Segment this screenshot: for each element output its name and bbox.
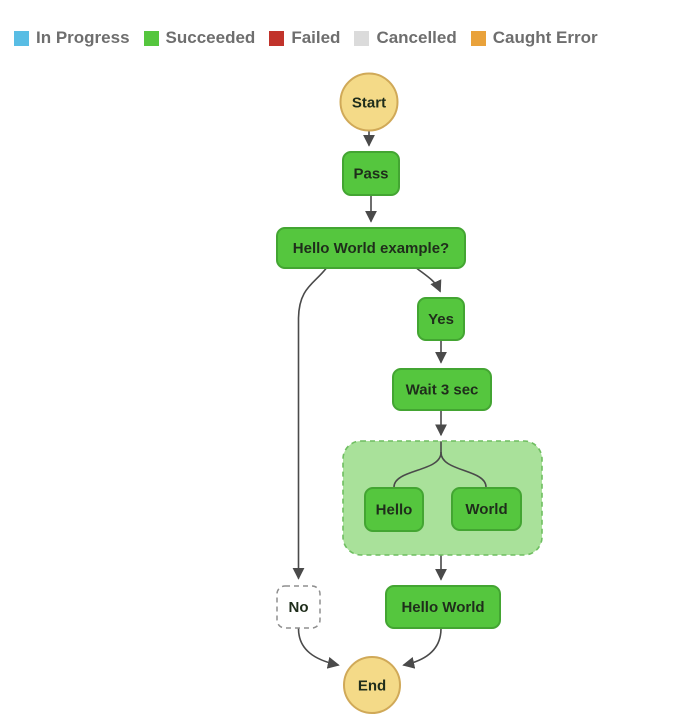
world-label: World bbox=[465, 501, 507, 518]
edge-choice-to-no bbox=[292, 267, 327, 580]
pass-label: Pass bbox=[353, 166, 388, 183]
legend-label: Succeeded bbox=[165, 28, 256, 47]
yes-label: Yes bbox=[428, 311, 454, 328]
legend-label: Caught Error bbox=[492, 28, 598, 47]
edge-hello-world-to-end bbox=[402, 627, 442, 669]
legend-item-succeeded: Succeeded bbox=[143, 28, 256, 48]
in-progress-swatch-icon bbox=[14, 30, 29, 46]
parallel-split-edges bbox=[393, 441, 487, 488]
pass-box[interactable] bbox=[342, 151, 400, 196]
edge-no-to-end bbox=[297, 627, 340, 669]
wait-label: Wait 3 sec bbox=[406, 382, 479, 399]
world-box[interactable] bbox=[451, 487, 522, 531]
start-label: Start bbox=[352, 95, 386, 112]
hello-world-label: Hello World bbox=[401, 599, 484, 616]
legend-label: In Progress bbox=[36, 28, 130, 47]
hello-world-box[interactable] bbox=[385, 585, 501, 629]
cancelled-swatch-icon bbox=[354, 30, 370, 46]
legend-item-cancelled: Cancelled bbox=[354, 28, 457, 48]
hello-label: Hello bbox=[376, 502, 413, 519]
end-label: End bbox=[358, 678, 386, 695]
node-hello[interactable]: Hello bbox=[364, 487, 424, 532]
node-world[interactable]: World bbox=[451, 487, 522, 531]
node-start[interactable]: Start bbox=[339, 72, 399, 132]
no-label: No bbox=[289, 599, 309, 616]
wait-box[interactable] bbox=[392, 368, 492, 411]
edges-layer bbox=[292, 130, 447, 669]
legend-item-failed: Failed bbox=[269, 28, 340, 48]
edge-choice-to-yes bbox=[416, 267, 442, 293]
choice-box[interactable] bbox=[276, 227, 466, 269]
failed-swatch-icon bbox=[269, 30, 285, 46]
succeeded-swatch-icon bbox=[143, 30, 159, 46]
legend-label: Failed bbox=[291, 28, 341, 47]
edge-split-to-hello bbox=[393, 451, 442, 488]
choice-label: Hello World example? bbox=[293, 240, 449, 257]
node-choice[interactable]: Hello World example? bbox=[276, 227, 466, 269]
node-yes[interactable]: Yes bbox=[417, 297, 465, 341]
node-hello-world[interactable]: Hello World bbox=[385, 585, 501, 629]
caught-error-swatch-icon bbox=[470, 30, 486, 46]
node-end[interactable]: End bbox=[343, 656, 401, 714]
hello-box[interactable] bbox=[364, 487, 424, 532]
legend-item-in-progress: In Progress bbox=[14, 28, 130, 48]
edge-split-to-world bbox=[440, 451, 487, 488]
node-pass[interactable]: Pass bbox=[342, 151, 400, 196]
end-circle[interactable] bbox=[343, 656, 401, 714]
yes-box[interactable] bbox=[417, 297, 465, 341]
nodes-layer: Start Pass Hello World example? Yes Wait… bbox=[276, 72, 543, 714]
node-no[interactable]: No bbox=[276, 585, 321, 629]
status-legend: In Progress Succeeded Failed Cancelled C… bbox=[14, 28, 598, 48]
legend-label: Cancelled bbox=[376, 28, 457, 47]
legend-item-caught-error: Caught Error bbox=[470, 28, 598, 48]
node-wait[interactable]: Wait 3 sec bbox=[392, 368, 492, 411]
start-circle[interactable] bbox=[339, 72, 399, 132]
no-box[interactable] bbox=[276, 585, 321, 629]
